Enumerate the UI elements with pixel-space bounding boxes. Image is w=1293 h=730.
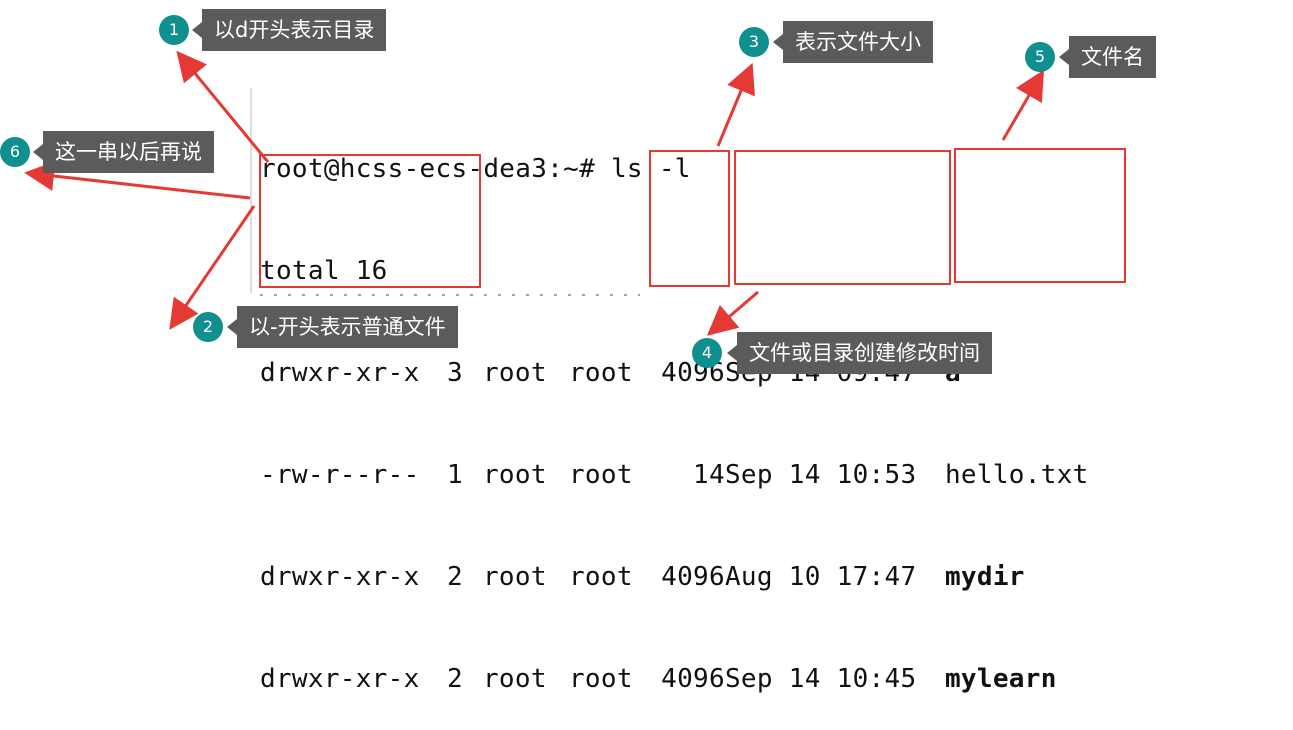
- annotation-callout-6: 这一串以后再说: [33, 131, 214, 173]
- modified-time: Sep 14 10:53: [724, 460, 917, 490]
- owner: root: [482, 460, 547, 490]
- annotation-badge-1: 1: [159, 15, 189, 45]
- arrow-2: [169, 205, 256, 330]
- modified-time: Aug 10 17:47: [724, 562, 917, 592]
- link-count: 1: [447, 460, 463, 490]
- terminal-edge: [250, 88, 252, 293]
- listing-row: drwxr-xr-x 2 root root 4096Sep 14 10:45 myle…: [260, 662, 1089, 696]
- annotation-callout-2: 以-开头表示普通文件: [227, 306, 458, 348]
- annotation-callout-5: 文件名: [1059, 36, 1156, 78]
- owner: root: [482, 358, 547, 388]
- owner: root: [482, 664, 547, 694]
- permissions-highlight-box: [259, 154, 481, 288]
- annotation-callout-4: 文件或目录创建修改时间: [727, 332, 992, 374]
- link-count: 3: [447, 358, 463, 388]
- file-size: 14: [693, 460, 725, 490]
- file-name: hello.txt: [944, 460, 1089, 490]
- annotation-badge-5: 5: [1025, 42, 1055, 72]
- annotation-badge-2: 2: [193, 312, 223, 342]
- annotation-callout-3: 表示文件大小: [773, 21, 933, 63]
- arrows-layer: [24, 50, 1045, 336]
- annotation-badge-4: 4: [692, 338, 722, 368]
- annotation-badge-3: 3: [739, 27, 769, 57]
- group: root: [568, 664, 633, 694]
- arrow-3: [716, 62, 755, 147]
- prompt-line: root@hcss-ecs-dea3:~# ls -l: [260, 154, 691, 184]
- arrow-1: [176, 50, 270, 163]
- permission-string: -rw-r--r--: [260, 460, 420, 490]
- group: root: [568, 358, 633, 388]
- modified-time: Sep 14 10:45: [724, 664, 917, 694]
- permission-string: drwxr-xr-x: [260, 562, 420, 592]
- permission-string: drwxr-xr-x: [260, 358, 420, 388]
- arrow-6: [24, 161, 251, 200]
- file-name: mylearn: [944, 664, 1057, 694]
- file-size: 4096: [661, 664, 725, 694]
- link-count: 2: [447, 664, 463, 694]
- group: root: [568, 460, 633, 490]
- annotation-callout-1: 以d开头表示目录: [191, 9, 387, 51]
- listing-row: drwxr-xr-x 2 root root 4096Aug 10 17:47 mydi…: [260, 560, 1089, 594]
- file-name: mydir: [944, 562, 1025, 592]
- arrow-4: [706, 290, 759, 336]
- group: root: [568, 562, 633, 592]
- filename-highlight-box: [954, 148, 1126, 283]
- size-highlight-box: [649, 150, 730, 287]
- arrow-5: [1001, 69, 1045, 141]
- cropped-line-remnant: [260, 292, 640, 298]
- total-line: total 16: [260, 256, 388, 286]
- permission-string: drwxr-xr-x: [260, 664, 420, 694]
- annotation-badge-6: 6: [0, 137, 30, 167]
- listing-row: -rw-r--r-- 1 root root 14Sep 14 10:53 hello.…: [260, 458, 1089, 492]
- time-highlight-box: [734, 150, 951, 285]
- file-size: 4096: [661, 562, 725, 592]
- owner: root: [482, 562, 547, 592]
- link-count: 2: [447, 562, 463, 592]
